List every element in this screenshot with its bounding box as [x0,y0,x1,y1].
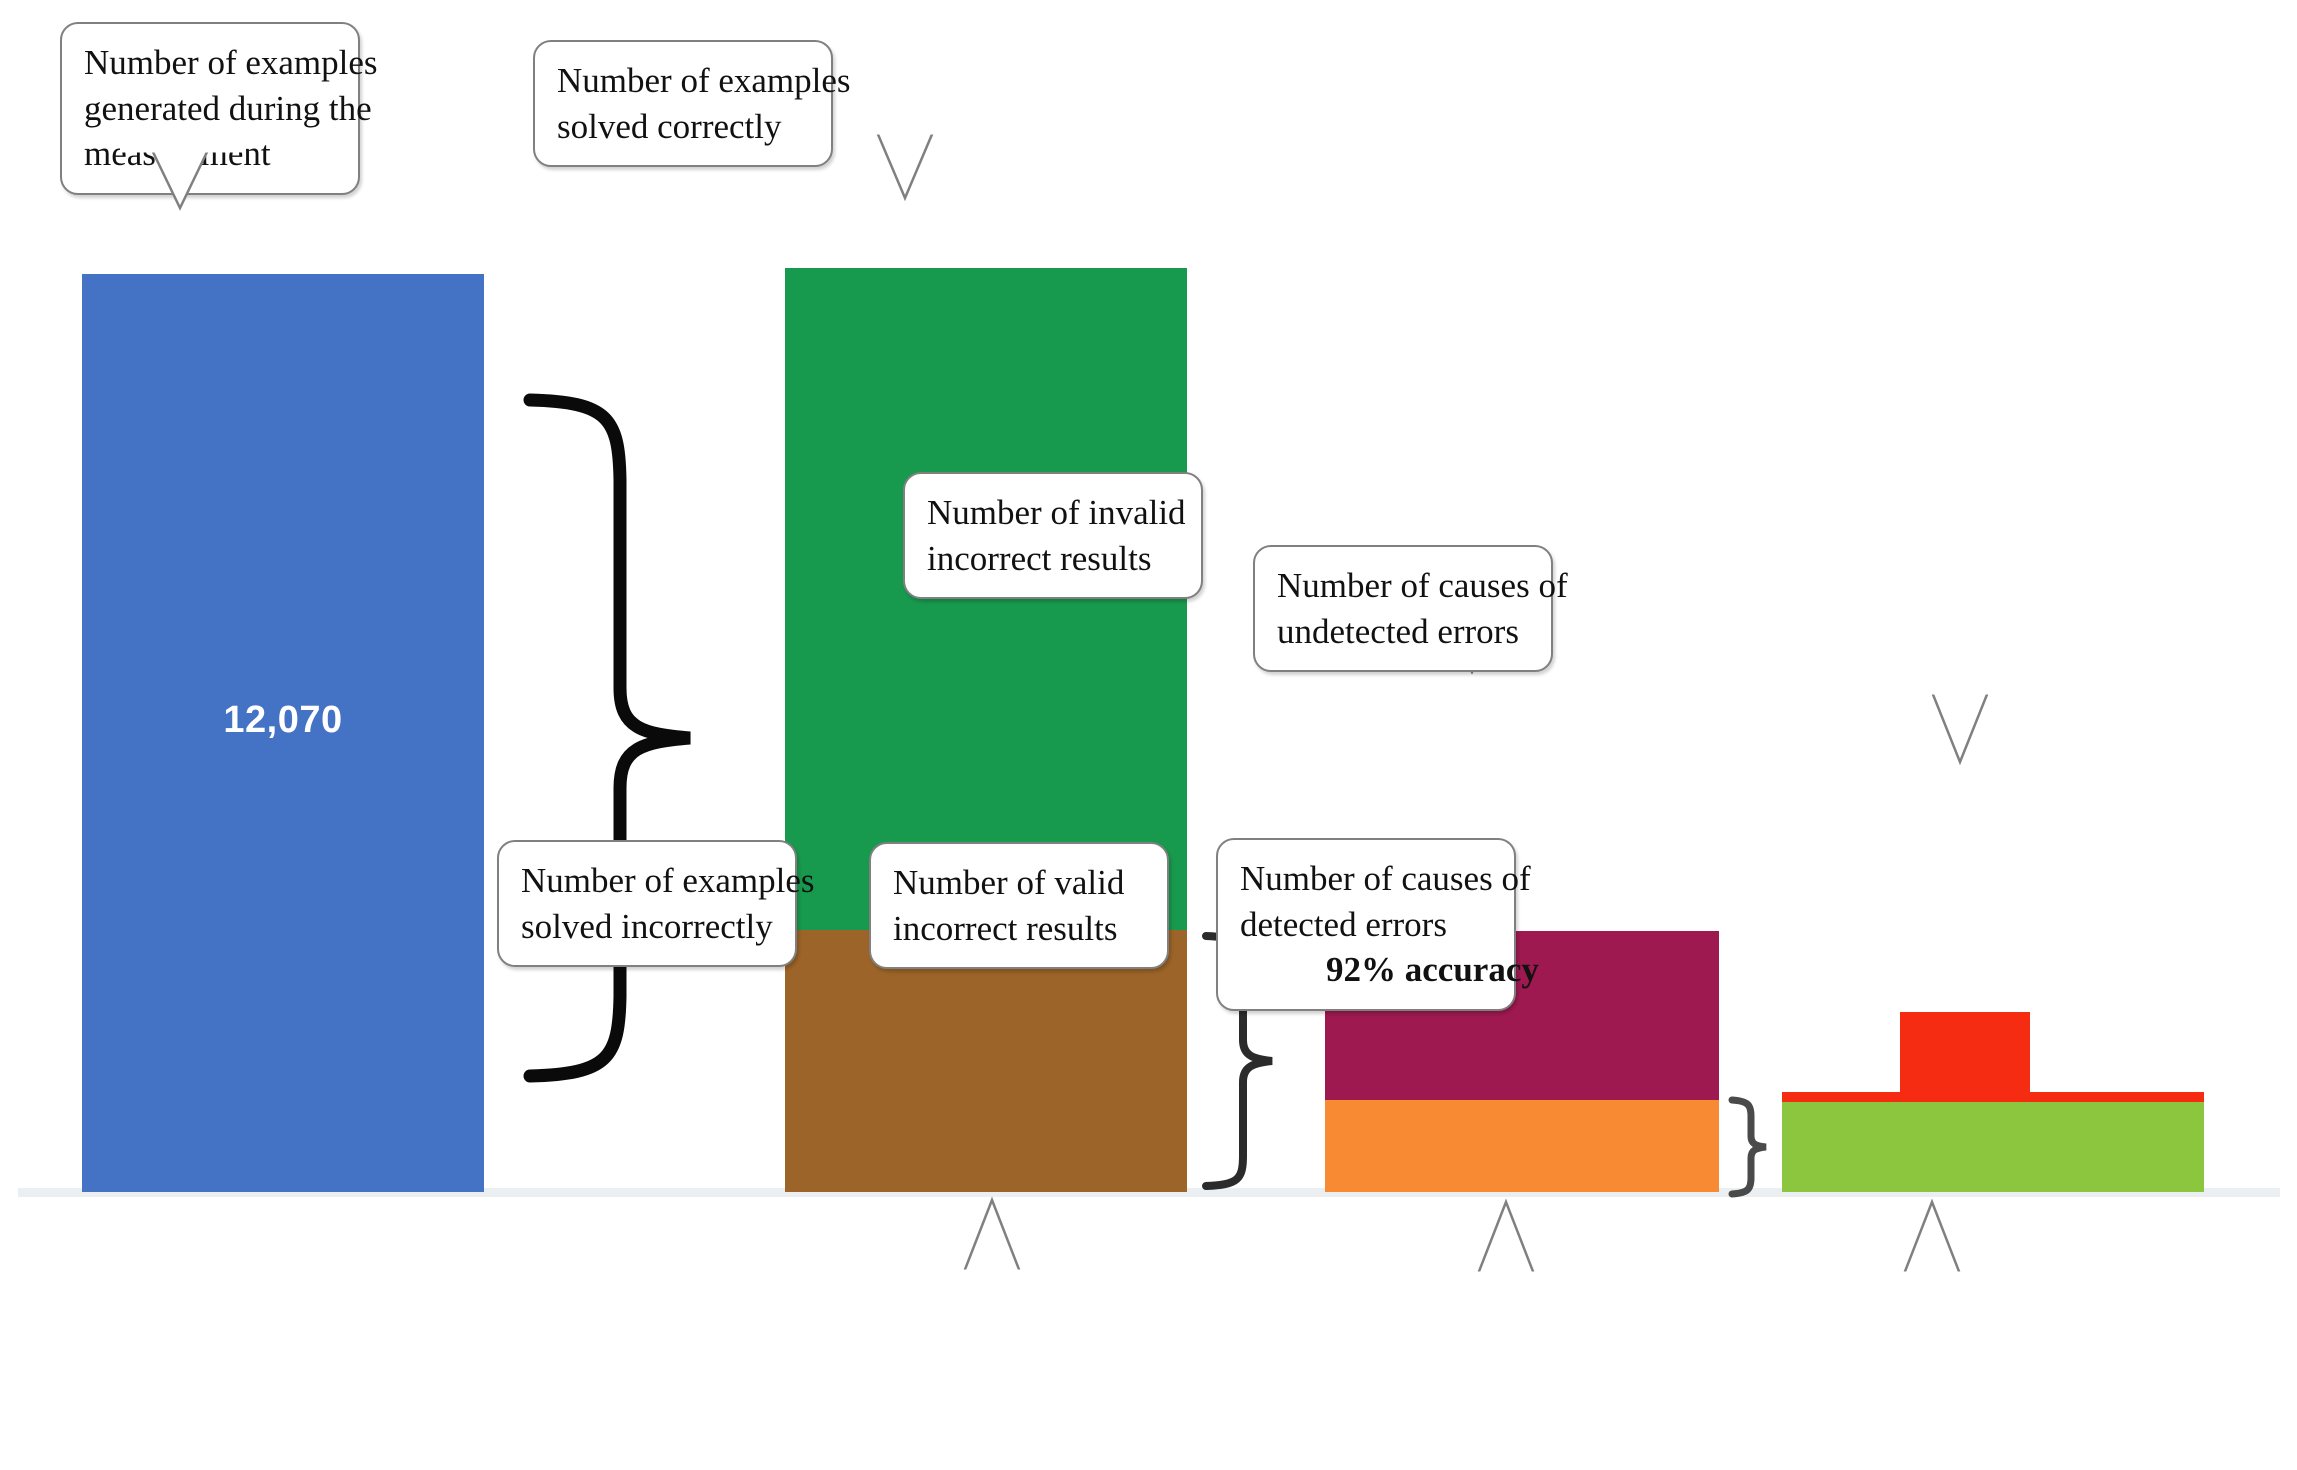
callout-line: incorrect results [893,908,1118,948]
callout-undetected-errors: Number of causes of undetected errors [1253,545,1568,672]
bar-solved-correctly: 8569 [785,268,1187,930]
callout-line: Number of examples [521,861,815,900]
callout-solved-correctly: Number of examples solved correctly [533,40,851,167]
brace-large [512,388,762,1088]
callout-tail-down [843,129,973,210]
callout-line: Number of examples [84,43,378,82]
callout-detected-errors: Number of causes of detected errors 92% … [1216,838,1539,1011]
bar-undetected-errors-strip [1782,1092,2204,1105]
axis-baseline [18,1188,2280,1197]
callout-line: Number of invalid [927,493,1186,532]
callout-solved-incorrectly: Number of examples solved incorrectly [497,840,815,967]
callout-line: generated during the [84,88,372,128]
callout-line: Number of causes of [1240,859,1531,898]
callout-line: solved incorrectly [521,906,773,946]
accuracy-annotation: 92% accuracy [1326,950,1539,989]
callout-line: incorrect results [927,538,1152,578]
callout-invalid-incorrect: Number of invalid incorrect results [903,472,1203,599]
callout-tail-up [1870,1196,2000,1277]
callout-line: undetected errors [1277,611,1519,651]
callout-valid-incorrect: Number of valid incorrect results [869,842,1169,969]
callout-tail-up [1444,1196,1574,1277]
bar-undetected-errors: 105 [1900,1012,2030,1096]
bar-solved-incorrectly: 3501 [785,930,1187,1192]
callout-tail-up [930,1194,1060,1275]
callout-line: detected errors [1240,904,1447,944]
callout-line: Number of examples [557,61,851,100]
callout-line: Number of causes of [1277,566,1568,605]
bar-valid-incorrect: 1324 [1325,1100,1719,1192]
callout-tail-down [1898,689,2028,772]
bar-detected-errors: 1219 [1782,1102,2204,1192]
callout-examples-generated: Number of examples generated during the … [60,22,378,195]
bar-examples-generated: 12,070 [82,274,484,1192]
brace-small [1724,1094,1784,1200]
callout-line: solved correctly [557,106,782,146]
callout-tail-down [118,147,248,220]
callout-line: Number of valid [893,863,1125,902]
bar-value-total-generated: 12,070 [223,699,343,741]
